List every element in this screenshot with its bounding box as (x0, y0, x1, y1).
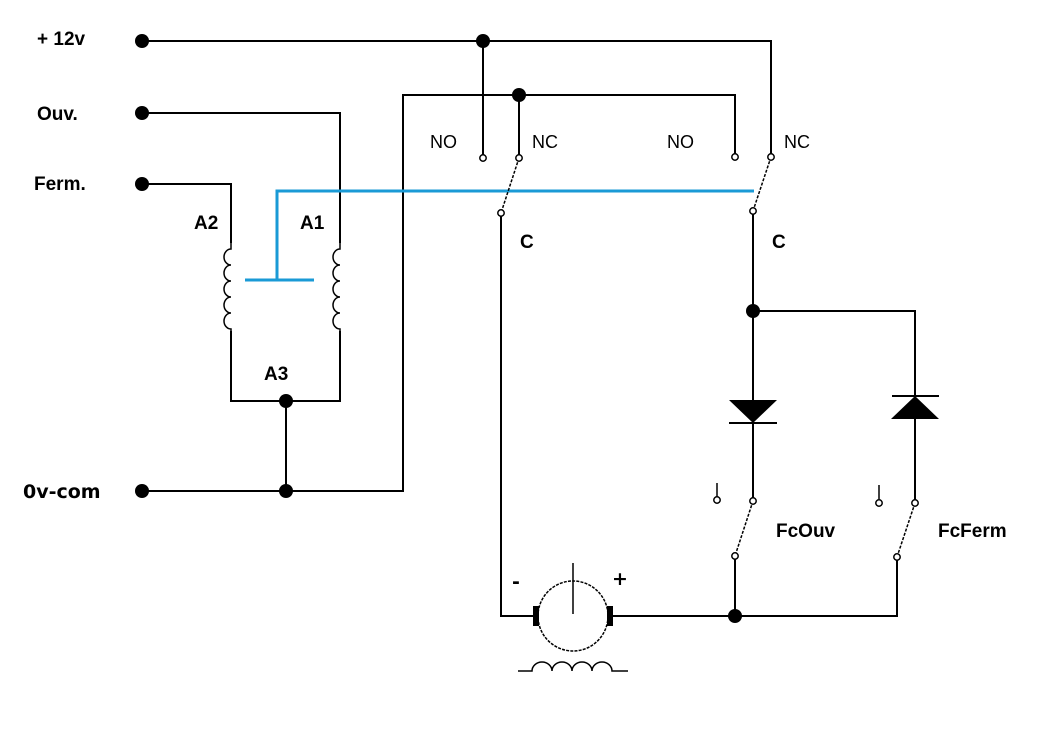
label-left-c: C (520, 232, 534, 253)
label-left-nc: NC (532, 132, 558, 152)
relay-coil-a2 (223, 243, 232, 332)
wire-motor-minus (500, 216, 537, 617)
coil-label-a2: A2 (194, 213, 218, 234)
terminal-node-plus12v (135, 34, 149, 48)
mechanical-link (245, 189, 754, 282)
contact-right-c (749, 207, 757, 215)
relay-contact-left (479, 154, 523, 217)
label-fcferm: FcFerm (938, 521, 1007, 542)
relay-contact-right (731, 153, 775, 215)
wire-0vcom (142, 94, 736, 492)
terminal-label-ferm: Ferm. (34, 174, 86, 195)
motor-brush-right (607, 606, 613, 626)
wire-ouv (142, 112, 341, 243)
junction-node (728, 609, 742, 623)
terminal-node-0vcom (135, 484, 149, 498)
contact-left-c (497, 209, 505, 217)
junction-node (746, 304, 760, 318)
terminal-label-plus12v: + 12v (37, 29, 86, 50)
dc-motor (518, 563, 628, 672)
contact-right-no (731, 153, 739, 161)
label-left-no: NO (430, 132, 457, 152)
terminal-label-ouv: Ouv. (37, 104, 78, 125)
coil-label-a1: A1 (300, 213, 325, 234)
coil-label-a3: A3 (264, 364, 288, 385)
motor-field-coil-icon (518, 661, 628, 672)
junction-node (512, 88, 526, 102)
junction-node (279, 484, 293, 498)
contact-right-nc (767, 153, 775, 161)
contact-left-no (479, 154, 487, 162)
diode-fcouv (729, 311, 777, 498)
wire-a3-common (230, 331, 341, 491)
terminal-label-0vcom: 0v-com (23, 481, 101, 503)
label-fcouv: FcOuv (776, 521, 836, 542)
motor-brush-left (533, 606, 539, 626)
motor-label-plus: + (612, 568, 628, 590)
label-right-no: NO (667, 132, 694, 152)
wire-plus12v (142, 40, 772, 157)
relay-coil-a1 (332, 243, 341, 332)
terminal-node-ferm (135, 177, 149, 191)
label-right-c: C (772, 232, 786, 253)
motor-label-minus: - (512, 571, 520, 593)
diode-fcferm (891, 395, 939, 500)
label-right-nc: NC (784, 132, 810, 152)
wire-ferm (142, 183, 232, 243)
limit-switch-fcouv (713, 483, 757, 616)
junction-node (279, 394, 293, 408)
wire-right-c (752, 214, 916, 396)
junction-node (476, 34, 490, 48)
limit-switch-fcferm (735, 485, 919, 617)
terminal-node-ouv (135, 106, 149, 120)
contact-left-nc (515, 154, 523, 162)
